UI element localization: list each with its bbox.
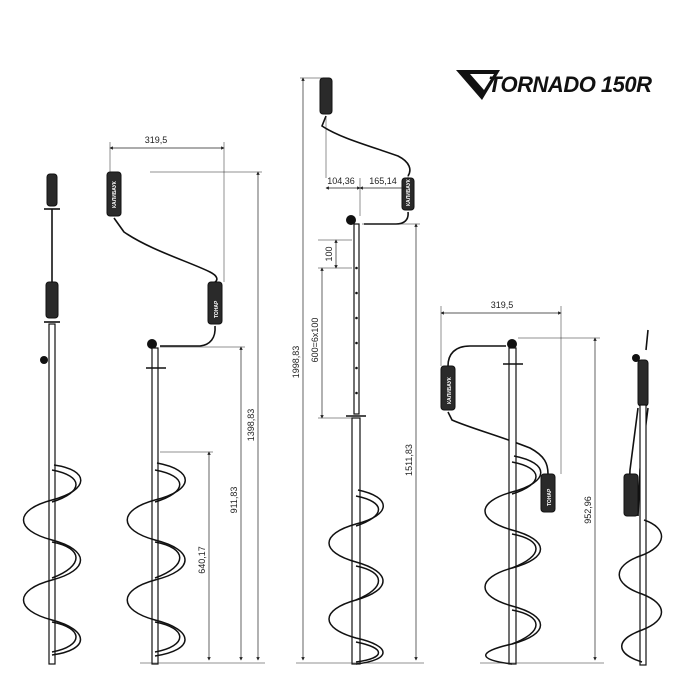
dimension-width: 319,5 [145,135,168,145]
auger-compact-view: КАЛИБАУК ТОНАР 319,5 952,96 [440,300,604,665]
wing-nut [147,339,157,349]
grip-label: КАЛИБАУК [447,376,453,404]
dimension-width: 319,5 [491,300,514,310]
crank-handle [113,217,218,283]
handle-grip-upper [106,171,122,217]
dimension-holes: 600=6х100 [310,318,320,363]
crank-handle [321,115,411,177]
side-grip-upper [637,359,649,407]
handle-grip-upper [440,365,456,411]
handle-grip-lower [540,473,556,513]
shaft [639,404,647,666]
side-grip-lower [623,473,639,517]
auger-spiral [22,464,82,656]
auger-side-view [618,329,663,666]
adjustment-holes [355,266,358,395]
auger-folded-view [22,173,82,665]
auger-spiral [328,489,384,665]
dimension-total-height: 1998,83 [291,346,301,379]
grip-label: КАЛИБАУК [112,180,118,208]
shaft [48,323,56,665]
dimension-mid-height: 1511,83 [404,444,414,476]
logo-text: TORNADO 150R [488,72,652,97]
dimension-offset-right: 165,14 [369,176,397,186]
grip-label: ТОНАР [547,488,553,506]
dimension-step: 100 [324,246,334,261]
shaft [508,347,517,665]
auger-extended-view: КАЛИБАУК 104,36 165,14 100 600=6х100 199… [291,77,424,665]
lock-knob [40,356,48,364]
wing-nut [632,354,640,362]
dimension-total-height: 1398,83 [246,409,256,442]
brand-logo: TORNADO 150R [456,70,653,100]
top-grip [46,173,58,207]
logo-chevron-mark [456,70,500,100]
shaft [151,347,159,665]
middle-grip [45,281,59,319]
shaft-lower [351,417,361,665]
grip-label: ТОНАР [214,300,220,318]
dimension-offset-left: 104,36 [327,176,355,186]
auger-spiral [618,519,663,663]
auger-working-view: КАЛИБАУК ТОНАР 319,5 1398,83 911,83 640,… [106,135,265,665]
dimension-height: 952,96 [583,496,593,524]
auger-spiral [126,462,186,657]
wing-nut [507,339,517,349]
grip-label: КАЛИБАУК [406,178,412,206]
dimension-low-height: 640,17 [197,546,207,574]
handle-grip-lower [207,281,223,325]
handle-grip-upper [319,77,333,115]
crank-handle [447,345,506,367]
wing-nut [346,215,356,225]
dimension-mid-height: 911,83 [229,487,239,514]
